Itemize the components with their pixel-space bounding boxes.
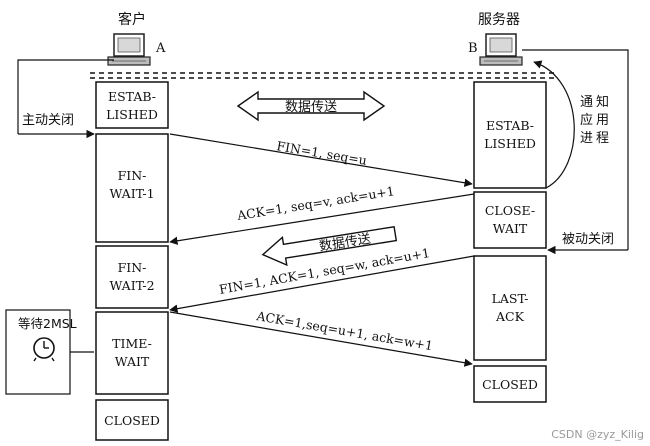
svg-text:知: 知 — [596, 94, 609, 110]
active-close-connector — [17, 59, 114, 139]
wait-2msl-label: 等待2MSL — [18, 316, 77, 331]
server-state-established: ESTAB- LISHED — [473, 81, 547, 189]
client-tag: A — [155, 41, 166, 56]
svg-text:CLOSE-: CLOSE- — [485, 203, 535, 218]
fin-1-arrow — [169, 133, 473, 187]
data-transfer-both-arrow — [236, 90, 386, 122]
svg-text:CLOSED: CLOSED — [104, 413, 160, 428]
svg-text:ESTAB-: ESTAB- — [108, 89, 156, 104]
svg-text:FIN-: FIN- — [118, 168, 147, 183]
active-close-label: 主动关闭 — [22, 113, 74, 128]
svg-text:ACK: ACK — [495, 309, 525, 324]
svg-text:应: 应 — [580, 112, 593, 128]
server-state-last-ack: LAST- ACK — [473, 255, 547, 361]
svg-text:CLOSED: CLOSED — [482, 377, 538, 392]
svg-text:FIN-: FIN- — [118, 260, 147, 275]
svg-text:用: 用 — [596, 113, 609, 128]
svg-text:WAIT: WAIT — [115, 354, 150, 369]
client-title: 客户 — [118, 11, 146, 28]
data-transfer-one-label: 数据传送 — [318, 232, 372, 255]
notify-application-label: 通 知 应 用 进 程 — [580, 94, 609, 146]
client-state-fin-wait-2: FIN- WAIT-2 — [95, 245, 169, 309]
server-tag: B — [468, 41, 478, 56]
server-state-closed: CLOSED — [473, 365, 547, 403]
client-state-closed: CLOSED — [95, 399, 169, 441]
passive-close-label: 被动关闭 — [562, 232, 614, 247]
svg-text:LISHED: LISHED — [484, 136, 536, 151]
client-computer-icon — [107, 33, 151, 66]
svg-text:ESTAB-: ESTAB- — [486, 118, 534, 133]
fin-2-arrow — [169, 255, 475, 313]
svg-text:通: 通 — [580, 95, 593, 110]
server-title: 服务器 — [478, 12, 520, 28]
server-state-close-wait: CLOSE- WAIT — [473, 191, 547, 249]
fin-1-label: FIN=1, seq=u — [276, 138, 368, 168]
ack-1-arrow — [169, 193, 475, 245]
svg-text:进: 进 — [580, 131, 593, 146]
watermark: CSDN @zyz_Kilig — [551, 428, 644, 441]
svg-text:LISHED: LISHED — [106, 107, 158, 122]
clock-icon — [33, 337, 55, 362]
client-state-established: ESTAB- LISHED — [95, 81, 169, 129]
server-computer-icon — [479, 33, 523, 66]
data-transfer-both-label: 数据传送 — [285, 100, 337, 115]
svg-text:WAIT: WAIT — [493, 221, 528, 236]
ack-1-label: ACK=1, seq=v, ack=u+1 — [235, 183, 395, 223]
svg-text:LAST-: LAST- — [492, 291, 529, 306]
svg-text:TIME-: TIME- — [112, 336, 152, 351]
client-state-fin-wait-1: FIN- WAIT-1 — [95, 133, 169, 243]
client-state-time-wait: TIME- WAIT — [95, 311, 169, 395]
svg-text:程: 程 — [596, 131, 609, 146]
notify-application-arrow — [533, 60, 575, 189]
ack-2-arrow — [169, 311, 473, 367]
passive-close-connector — [522, 49, 629, 255]
svg-text:WAIT-2: WAIT-2 — [109, 278, 154, 293]
svg-text:WAIT-1: WAIT-1 — [109, 186, 154, 201]
